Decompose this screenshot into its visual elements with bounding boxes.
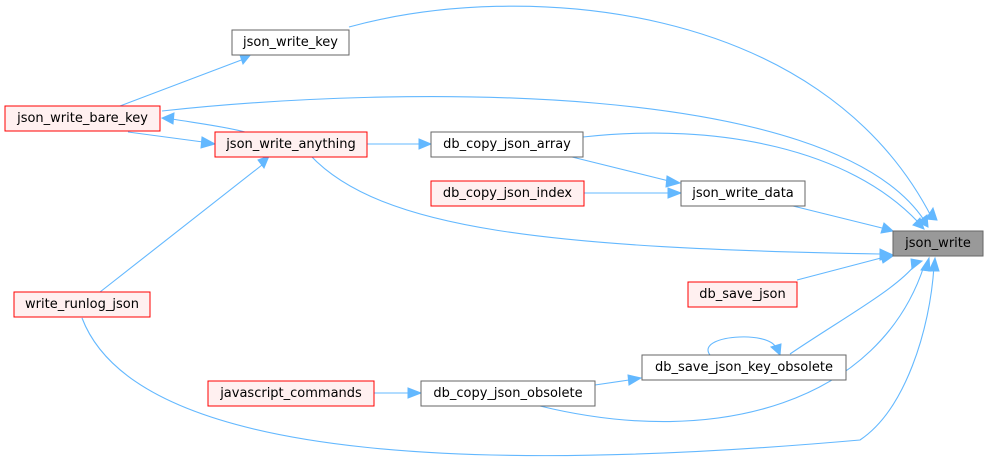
node-json-write-data[interactable]: json_write_data	[680, 180, 806, 207]
arrowhead	[917, 214, 929, 228]
node-label: json_write_bare_key	[16, 111, 148, 126]
edge-db-save-json-key-obsolete-self-loop	[707, 336, 777, 356]
edge-json-write-bare-key-to-json-write-anything	[127, 131, 204, 143]
node-label: db_save_json_key_obsolete	[655, 360, 833, 375]
edge-json-write-data-to-json-write	[792, 205, 883, 229]
edge-json-write-bare-key-to-json-write	[161, 96, 925, 221]
node-label: json_write_data	[691, 186, 794, 201]
node-label: db_copy_json_obsolete	[433, 386, 582, 401]
node-json-write-anything[interactable]: json_write_anything	[214, 131, 368, 158]
edge-db-save-json-to-json-write	[796, 257, 882, 281]
edge-json-write-key-to-json-write	[348, 5, 933, 219]
arrowhead	[910, 258, 924, 270]
arrowhead	[920, 256, 931, 272]
node-label: write_runlog_json	[25, 297, 139, 312]
arrowhead	[407, 387, 423, 399]
node-write-runlog-json[interactable]: write_runlog_json	[13, 291, 151, 318]
edge-db-copy-json-obsolete-to-json-write	[539, 265, 925, 423]
edge-json-write-bare-key-to-json-write-key	[119, 58, 245, 107]
node-db-copy-json-array[interactable]: db_copy_json_array	[430, 131, 584, 158]
node-javascript-commands[interactable]: javascript_commands	[207, 380, 375, 407]
arrowhead	[769, 343, 782, 357]
edge-write-runlog-json-to-json-write-anything	[99, 164, 263, 293]
edge-db-copy-json-array-to-json-write-data	[567, 155, 670, 182]
arrowhead	[912, 217, 925, 230]
arrowhead	[627, 374, 643, 386]
node-label: db_copy_json_array	[443, 137, 571, 152]
edge-json-write-anything-to-json-write	[309, 154, 881, 255]
node-label: javascript_commands	[219, 386, 362, 401]
node-label: json_write_key	[242, 35, 338, 50]
node-db-save-json[interactable]: db_save_json	[687, 281, 798, 308]
arrowhead	[665, 175, 682, 188]
arrowhead	[879, 252, 895, 264]
arrowhead	[257, 155, 270, 169]
node-db-copy-json-index[interactable]: db_copy_json_index	[430, 180, 585, 207]
node-db-save-json-key-obsolete[interactable]: db_save_json_key_obsolete	[641, 354, 847, 381]
arrowhead	[925, 206, 938, 221]
arrowhead	[928, 256, 940, 272]
node-label: db_save_json	[699, 287, 786, 302]
edge-write-runlog-json-to-json-write	[81, 265, 935, 457]
node-json-write-bare-key[interactable]: json_write_bare_key	[4, 105, 161, 132]
node-db-copy-json-obsolete[interactable]: db_copy_json_obsolete	[420, 380, 596, 407]
arrowhead	[667, 187, 683, 199]
arrowhead	[880, 222, 895, 234]
arrowhead	[160, 112, 175, 125]
edges	[81, 5, 935, 457]
node-json-write[interactable]: json_write	[892, 230, 984, 257]
arrowhead	[418, 138, 433, 150]
node-label: json_write	[904, 236, 971, 251]
edge-json-write-anything-to-json-write-bare-key	[171, 118, 246, 133]
node-label: db_copy_json_index	[443, 186, 573, 201]
edge-db-save-json-key-obsolete-to-json-write	[789, 264, 916, 355]
edge-db-copy-json-obsolete-to-db-save-json-key-obsolete	[594, 379, 630, 386]
node-json-write-key[interactable]: json_write_key	[231, 29, 350, 56]
edge-db-copy-json-array-to-json-write	[582, 132, 919, 223]
arrowheads	[160, 52, 940, 399]
node-label: json_write_anything	[225, 137, 356, 152]
arrowhead	[200, 136, 217, 149]
